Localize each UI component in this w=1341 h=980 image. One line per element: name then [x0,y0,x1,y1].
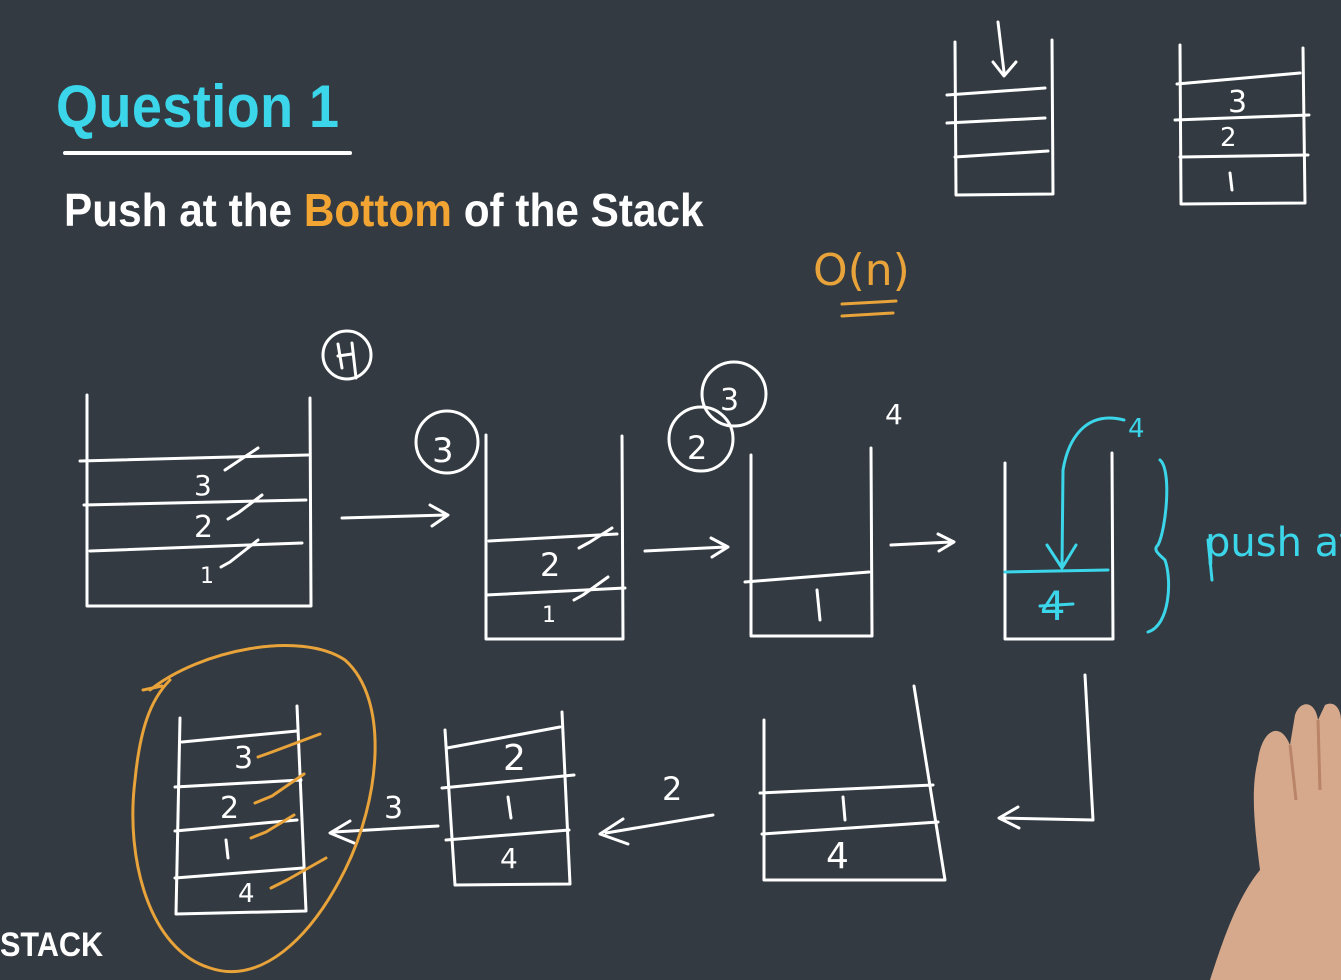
step7-item-2: 2 [220,791,239,826]
step5-item-4: 4 [826,836,849,877]
slide-subtitle: Push at the Bottom of the Stack [64,183,704,237]
footer-stack-label: STACK [0,926,104,964]
subtitle-part-1: Push at the [64,184,304,236]
arrow-label-3: 3 [384,791,403,826]
step6-stack [440,710,576,887]
step2-item-2: 2 [540,546,560,584]
arrow-5 [328,819,440,845]
complexity-label: O(n) [813,245,910,296]
step7-item-3: 3 [234,741,253,776]
top-stack-2: 2 [1220,123,1237,153]
subtitle-part-2: of the Stack [451,184,704,236]
step3-held-2: 2 [687,429,707,467]
top-example-stack [1173,43,1311,206]
push-at-note: push at [1205,520,1341,566]
step3-stack [667,360,874,638]
step2-item-1: 1 [542,603,556,628]
step6-item-2: 2 [503,738,526,779]
arrow-2 [643,536,730,559]
return-arrow [997,673,1095,830]
step1-item-1: 1 [200,564,214,589]
step4-stack [1003,451,1115,641]
step3-held-3: 3 [720,383,739,418]
step2-stack [414,409,627,641]
arrow-1 [340,503,450,528]
step5-stack [758,684,947,882]
step7-stack [173,704,308,916]
step4-incoming-4: 4 [1128,414,1145,444]
step7-item-4: 4 [238,879,255,909]
arrow-4 [598,813,715,846]
top-empty-stack [945,20,1055,197]
step6-item-4: 4 [500,842,518,875]
step3-pending-4: 4 [885,398,903,431]
subtitle-highlight: Bottom [303,184,452,236]
orange-annotations [131,299,898,974]
step1-stack [78,329,373,608]
arrow-label-2: 2 [662,770,682,808]
step2-held-3: 3 [432,431,454,471]
step4-item-4: 4 [1040,584,1065,630]
arrow-3 [889,532,956,553]
top-stack-3: 3 [1228,85,1247,120]
step1-item-2: 2 [194,510,213,545]
title-underline [63,151,352,155]
cyan-annotations [1003,416,1214,634]
presenter-hand-image [1210,703,1341,980]
slide-title: Question 1 [56,73,340,140]
step1-item-3: 3 [194,469,212,502]
